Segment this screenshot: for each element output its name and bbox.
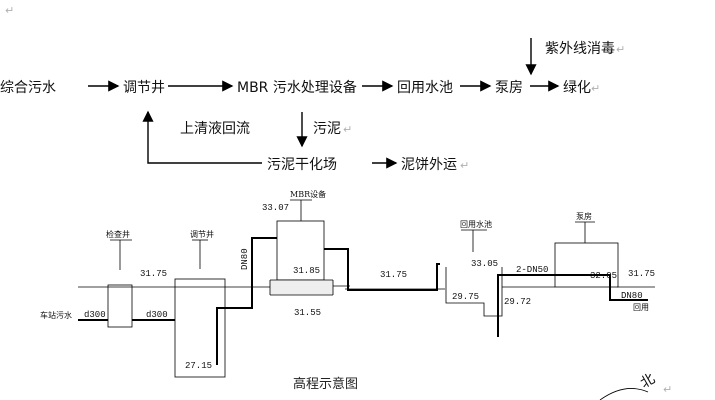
pipe-2-dn50: 2-DN50 <box>516 265 548 275</box>
elev-tank-mid: 29.75 <box>452 292 479 302</box>
elev-regulating-bottom: 27.15 <box>185 361 212 371</box>
north-arrow-arc <box>599 388 649 400</box>
elev-ground: 31.75 <box>628 269 655 279</box>
node-pump-room: 泵房 <box>495 80 523 96</box>
elev-ground: 31.75 <box>380 270 407 280</box>
pipe-d300: d300 <box>146 310 168 320</box>
elev-mbr-bottom: 31.85 <box>293 266 320 276</box>
node-mbr: MBR 污水处理设备 <box>237 79 357 96</box>
paragraph-mark: ↵ <box>591 82 600 95</box>
elevation-labels: 检查井 调节井 MBR设备 回用水池 泵房 车站污水 d300 d300 DN8… <box>40 189 672 400</box>
label-sludge: 污泥 <box>313 121 341 137</box>
pipe-d300: d300 <box>84 310 106 320</box>
label-pump-room: 泵房 <box>576 211 592 221</box>
label-supernatant-return: 上清液回流 <box>180 121 250 137</box>
label-inspection-well: 检查井 <box>106 229 130 239</box>
elev-pump-level: 32.05 <box>590 271 617 281</box>
label-inlet: 车站污水 <box>40 310 72 320</box>
elev-tank-bottom: 29.72 <box>504 297 531 307</box>
label-reuse-tank: 回用水池 <box>460 219 492 229</box>
node-sludge-drying: 污泥干化场 <box>267 157 337 173</box>
elev-tank-top: 33.05 <box>471 259 498 269</box>
elev-mbr-base: 31.55 <box>294 308 321 318</box>
north-label: 北 <box>638 371 658 392</box>
elevation-diagram <box>78 199 655 378</box>
paragraph-mark: ↵ <box>343 123 352 136</box>
return-arrow <box>142 110 262 164</box>
elev-mbr-top: 33.07 <box>262 203 289 213</box>
node-combined-sewage: 综合污水 <box>0 80 56 96</box>
node-cake-transport: 泥饼外运 <box>401 157 457 173</box>
paragraph-mark: ↵ <box>5 4 14 17</box>
node-reuse-tank: 回用水池 <box>397 80 453 96</box>
label-mbr: MBR设备 <box>290 189 326 199</box>
paragraph-mark: ↵ <box>460 159 469 172</box>
node-greening: 绿化 <box>563 80 591 96</box>
paragraph-mark: ↵ <box>663 383 672 396</box>
paragraph-mark: ↵ <box>616 43 625 56</box>
label-outlet: 回用 <box>633 303 649 312</box>
node-uv-disinfection: 紫外线消毒 <box>545 41 615 57</box>
diagram-title: 高程示意图 <box>293 376 358 392</box>
pipes <box>78 237 648 365</box>
process-flow-diagram <box>88 38 560 169</box>
elev-ground: 31.75 <box>140 269 167 279</box>
pipe-dn80: DN80 <box>621 291 643 301</box>
node-regulating-well: 调节井 <box>123 80 165 96</box>
pipe-dn80: DN80 <box>240 248 250 270</box>
label-regulating-well: 调节井 <box>190 229 214 239</box>
